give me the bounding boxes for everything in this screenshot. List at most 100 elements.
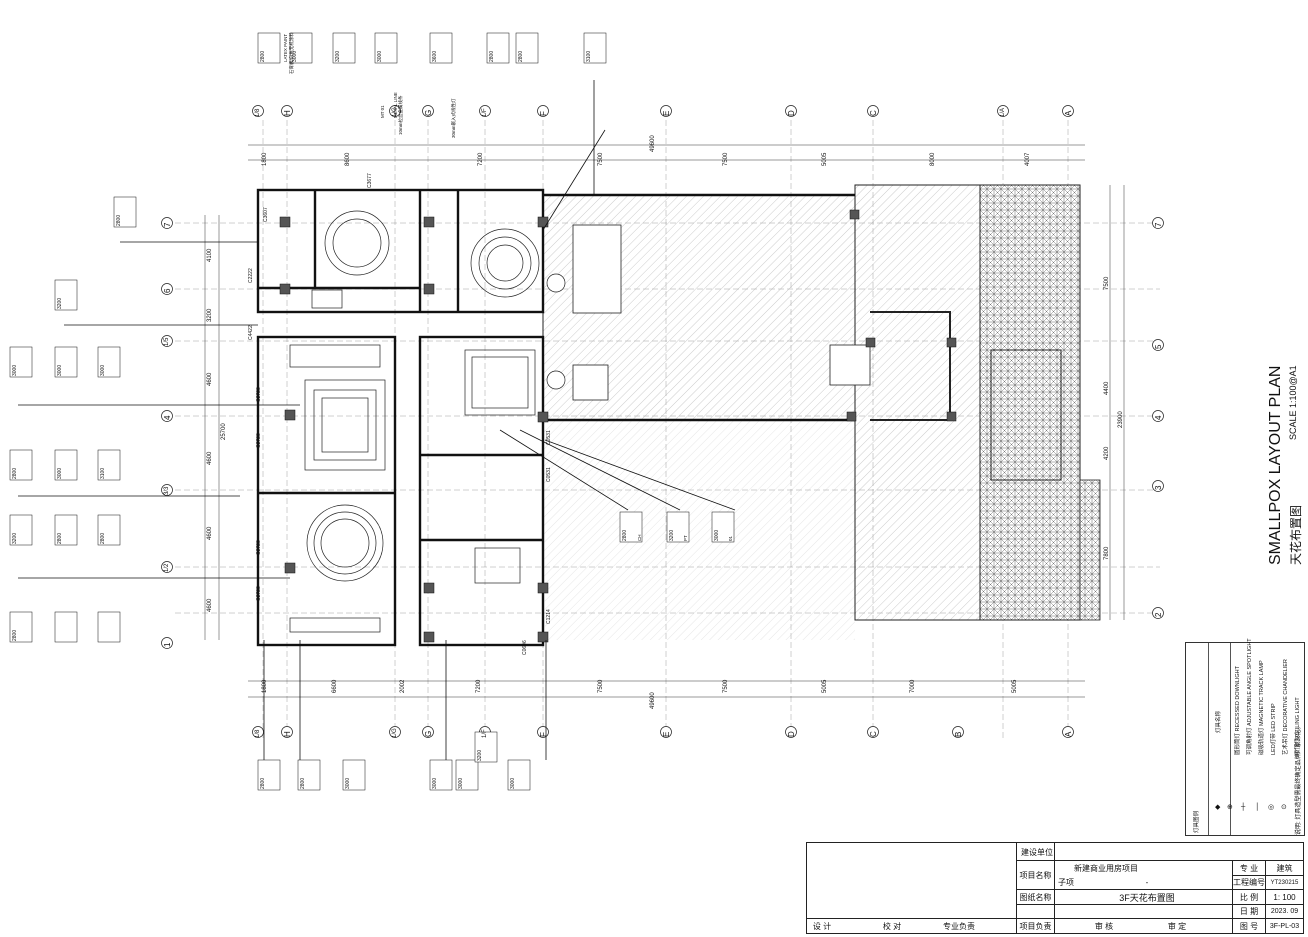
- title-block: 建设单位 项目名称 新建商业用房项目 子项 - 图纸名称 3F天花布置图 专 业…: [806, 842, 1304, 934]
- dim-top-3: 7500: [598, 152, 604, 166]
- grid-label-top-10: A: [1064, 110, 1073, 116]
- room-code-4: C2728: [256, 387, 262, 402]
- tag-top-board: 石膏板/白色无机涂料: [289, 32, 294, 74]
- tb-design-label: 设 计: [812, 921, 832, 931]
- ceiling-light-icon: ⊙: [1281, 803, 1287, 811]
- tb-major-label: 专 业: [1239, 863, 1259, 873]
- tb-review-label: 审 核: [1094, 921, 1114, 931]
- tb-lead-label: 专业负责: [943, 921, 975, 931]
- grid-label-bottom-1: H: [283, 731, 292, 737]
- row-label-left-2: 1/5: [164, 337, 170, 346]
- dim-bottom-2: 2002: [400, 679, 406, 693]
- grid-label-bottom-3: G: [424, 730, 433, 737]
- dim-bottom-5: 7500: [723, 679, 729, 693]
- room-code-2: C2222: [248, 268, 254, 283]
- grid-label-bottom-5: F: [539, 732, 548, 737]
- dim-left-3: 4600: [207, 451, 213, 465]
- grid-bubbles-right: [1152, 217, 1164, 619]
- legend-item-1: 可调角射灯 ADJUSTABLE ANGLE SPOTLIGHT: [1247, 638, 1253, 755]
- tag-top-6-ch: 2800: [518, 50, 524, 62]
- dim-bottom-3: 7200: [476, 679, 482, 693]
- tb-date-value: 2023. 09: [1270, 908, 1299, 915]
- tb-sheet-value: 3F-PL-03: [1269, 922, 1300, 930]
- tag-bottom-2: 3000: [345, 777, 351, 789]
- grid-label-bottom-4: 1/F: [482, 729, 488, 738]
- row-label-left-3: 4: [163, 415, 172, 420]
- grid-label-bottom-2: 1/G: [392, 728, 398, 738]
- dim-bottom-8: 5005: [1012, 679, 1018, 693]
- tag-top-3-ch: 3000: [377, 50, 383, 62]
- row-label-right-4: 2: [1154, 612, 1163, 617]
- dim-left-2: 4600: [207, 372, 213, 386]
- tag-bottom-0: 2800: [260, 777, 266, 789]
- east-wing-hatch: [542, 184, 1101, 640]
- dim-top-0: 1800: [262, 152, 268, 166]
- tag-left-5: 2800: [12, 467, 18, 479]
- tag-mid-0: 2800: [622, 529, 628, 541]
- tb-date-label: 日 期: [1239, 907, 1259, 916]
- room-code-0: C3677: [367, 173, 373, 188]
- tb-pm-label: 项目负责: [1019, 921, 1052, 931]
- tag-metal-line: METAL LINE: [393, 92, 398, 118]
- grid-bubbles-left: [161, 217, 173, 649]
- tag-top-latex: LATEX PAINT: [283, 33, 288, 62]
- legend-item-2: 磁吸轨道灯 MAGNETIC TRACK LAMP: [1259, 660, 1265, 755]
- tb-approve-label: 审 定: [1167, 921, 1187, 931]
- tag-bottom-1: 2800: [300, 777, 306, 789]
- tb-drawing-label: 图纸名称: [1019, 892, 1052, 902]
- tag-metal-code: MT 01: [380, 105, 385, 118]
- legend-item-0: 圆形筒灯 RECESSED DOWNLIGHT: [1235, 666, 1241, 755]
- dim-bottom-total: 49600: [650, 692, 656, 709]
- grid-label-bottom-9: B: [954, 731, 963, 737]
- grid-label-top-3: G: [424, 109, 433, 116]
- dim-top-1: 8600: [345, 152, 351, 166]
- dim-right-total: 23900: [1118, 411, 1124, 428]
- lighting-legend: 灯具图例 灯具名称 ◆ ⊕ ┼ │ ◎ ⊙ 圆形筒灯 RECESSED DOWN…: [1185, 638, 1305, 836]
- tag-metal-note: 10mm拉丝金属线条: [398, 95, 403, 135]
- room-code-11: C0606: [522, 640, 528, 655]
- row-label-left-6: 1: [163, 642, 172, 647]
- dim-top-total: 49600: [650, 135, 656, 152]
- dim-left-0: 4100: [207, 248, 213, 262]
- grid-label-bottom-7: D: [787, 731, 796, 737]
- spotlight-icon: ⊕: [1227, 803, 1233, 811]
- tb-sheet-label: 图 号: [1239, 921, 1259, 931]
- ceiling-features: [289, 210, 540, 633]
- tag-left-7: 3100: [100, 467, 106, 479]
- dim-left-5: 4600: [207, 598, 213, 612]
- grid-label-top-0: 1/8: [255, 108, 261, 117]
- row-label-right-2: 4: [1154, 415, 1163, 420]
- dim-bottom-4: 7500: [598, 679, 604, 693]
- dim-bottom-0: 1800: [262, 679, 268, 693]
- dim-right-0: 7500: [1104, 276, 1110, 290]
- tag-top-5-ch: 2800: [489, 50, 495, 62]
- drawing-title-en: SMALLPOX LAYOUT PLAN: [1267, 365, 1284, 565]
- tag-mid-ch-label: CH: [637, 534, 642, 542]
- chandelier-icon: ◎: [1268, 803, 1275, 811]
- tag-left-11: 2800: [12, 629, 18, 641]
- dim-right-2: 4200: [1104, 446, 1110, 460]
- tb-scale-label: 比 例: [1239, 892, 1259, 902]
- legend-item-4: 艺术吊灯 DECORATIVE CHANDELIER: [1283, 659, 1289, 755]
- tag-bottom-6: 3200: [477, 749, 483, 761]
- room-code-8: C0531: [546, 430, 552, 445]
- tag-left-9: 2800: [57, 532, 63, 544]
- dim-bottom-6: 5005: [822, 679, 828, 693]
- grid-label-top-1: H: [283, 110, 292, 116]
- grid-label-bottom-0: 1/8: [255, 729, 261, 738]
- dimension-lines: [204, 144, 1125, 698]
- drawing-scale: SCALE 1:100@A1: [1288, 365, 1298, 440]
- dim-top-6: 8000: [930, 152, 936, 166]
- tb-client-label: 建设单位: [1021, 847, 1053, 857]
- tb-major-value: 建筑: [1276, 863, 1293, 873]
- legend-item-3: LED灯带 LED STRIP: [1271, 703, 1277, 755]
- tb-project-value: 新建商业用房项目: [1074, 863, 1138, 873]
- legend-header-symbol: 灯具图例: [1194, 810, 1200, 833]
- tag-left-1: 3200: [57, 297, 63, 309]
- tag-mid-pt-label: PT: [683, 535, 688, 541]
- dim-bottom-7: 7000: [910, 679, 916, 693]
- grid-label-top-7: D: [787, 110, 796, 116]
- grid-bubbles-top: [252, 105, 1074, 117]
- tag-light-note: 30mm嵌入式线性灯: [451, 98, 456, 138]
